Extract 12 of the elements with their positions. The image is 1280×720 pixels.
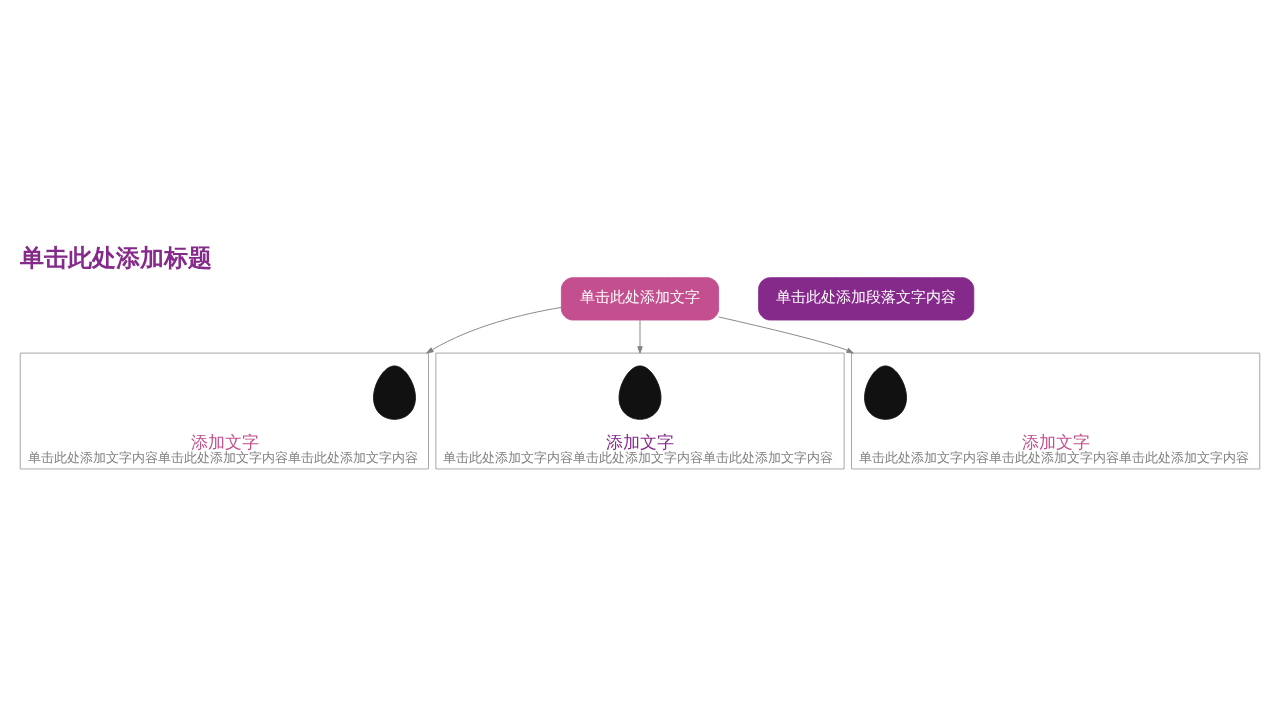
arrow	[426, 307, 562, 354]
arrow	[637, 319, 643, 354]
cluster: 添加文字 单击此处添加文字内容单击此处添加文字内容单击此处添加文字内容	[851, 352, 1261, 470]
node-box: 单击此处添加文字	[560, 277, 720, 321]
node-box: 单击此处添加段落文字内容	[758, 277, 975, 321]
cluster: 添加文字 单击此处添加文字内容单击此处添加文字内容单击此处添加文字内容	[435, 352, 845, 470]
cluster: 添加文字 单击此处添加文字内容单击此处添加文字内容单击此处添加文字内容	[19, 352, 429, 470]
node-person	[373, 365, 416, 420]
node-person	[618, 365, 662, 420]
node-person	[864, 365, 907, 420]
diagram-title: 单击此处添加标题	[20, 243, 213, 272]
arrow	[718, 316, 854, 354]
